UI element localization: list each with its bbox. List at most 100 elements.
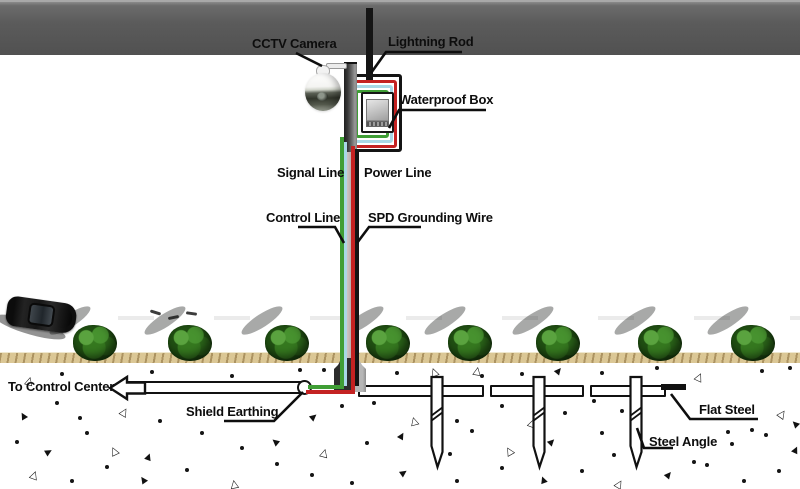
soil-mark: ▲ <box>307 411 320 423</box>
soil-mark: ▲ <box>662 468 675 482</box>
signal-line-wire <box>340 137 344 389</box>
soil-mark <box>480 374 484 378</box>
soil-mark: ▲ <box>552 364 565 378</box>
soil-mark: △ <box>502 442 516 459</box>
tree <box>366 325 410 361</box>
soil-mark: ▲ <box>395 429 407 443</box>
signal-line-wire-bend <box>308 385 343 389</box>
soil-mark <box>742 479 746 483</box>
leader-waterproof-box <box>387 108 486 129</box>
soil-mark <box>726 430 730 434</box>
waterproof-box <box>361 92 394 133</box>
soil-mark <box>365 441 369 445</box>
label-shield-earthing: Shield Earthing <box>186 404 279 419</box>
soil-mark <box>612 453 616 457</box>
soil-mark: △ <box>408 413 420 428</box>
soil-mark <box>372 401 376 405</box>
soil-mark <box>705 463 709 467</box>
soil-mark <box>395 371 399 375</box>
soil-mark <box>70 479 74 483</box>
shield-earthing-conduit <box>126 381 306 394</box>
soil-mark <box>455 479 459 483</box>
soil-mark <box>340 404 344 408</box>
soil-mark <box>200 431 204 435</box>
soil-mark <box>105 465 109 469</box>
soil-mark <box>655 366 659 370</box>
soil-mark: ▲ <box>545 436 558 448</box>
soil-mark <box>322 368 326 372</box>
lightning-rod <box>366 8 373 80</box>
soil-mark: △ <box>28 466 41 483</box>
soil-mark <box>580 469 584 473</box>
road <box>0 0 800 55</box>
soil-mark <box>240 446 244 450</box>
soil-mark <box>60 372 64 376</box>
soil-mark: △ <box>228 476 240 489</box>
lane-markings <box>0 316 800 320</box>
soil-mark <box>500 466 504 470</box>
spd-grounding-wire <box>355 149 359 386</box>
soil-mark <box>600 371 604 375</box>
soil-mark <box>500 404 504 408</box>
spd-device <box>366 99 389 123</box>
cctv-camera-dome <box>305 73 341 111</box>
soil-mark: ▲ <box>397 467 410 479</box>
flat-steel-segment <box>490 385 584 397</box>
leader-spd-grounding-wire <box>355 225 421 244</box>
soil-mark: ▲ <box>42 446 55 458</box>
power-line-wire-bend <box>306 390 355 394</box>
soil-mark: ▲ <box>789 418 800 430</box>
soil-mark: ▲ <box>17 409 29 423</box>
label-control-line: Control Line <box>266 210 341 225</box>
label-steel-angle: Steel Angle <box>649 434 718 449</box>
soil-mark <box>85 431 89 435</box>
soil-mark: ▲ <box>538 474 549 486</box>
soil-mark <box>150 370 154 374</box>
soil-mark: △ <box>612 475 627 489</box>
soil-mark <box>55 401 59 405</box>
car <box>0 292 83 344</box>
label-signal-line: Signal Line <box>277 165 345 180</box>
label-cctv-camera: CCTV Camera <box>252 36 337 51</box>
tree <box>731 325 775 361</box>
soil-mark <box>777 469 781 473</box>
flat-steel-segment <box>358 385 484 397</box>
soil-mark <box>764 433 768 437</box>
soil-mark <box>750 428 754 432</box>
soil-mark <box>620 409 624 413</box>
soil-mark <box>730 442 734 446</box>
soil-mark: △ <box>692 368 707 385</box>
soil-mark <box>448 452 452 456</box>
flat-steel-segment <box>590 385 666 397</box>
soil-mark <box>455 419 459 423</box>
soil-mark <box>600 431 604 435</box>
pole-stripe <box>347 152 351 358</box>
soil-mark <box>760 369 764 373</box>
soil-mark <box>78 416 82 420</box>
leader-control-line <box>298 225 346 244</box>
soil-mark: ▲ <box>143 451 154 463</box>
soil-mark <box>592 399 596 403</box>
tree <box>265 325 309 361</box>
soil-mark <box>310 473 314 477</box>
soil-mark <box>470 429 474 433</box>
terminal-block <box>366 121 389 127</box>
control-line-wire <box>344 142 347 386</box>
soil-mark <box>275 462 279 466</box>
tree <box>168 325 212 361</box>
soil-mark <box>298 368 302 372</box>
soil-mark <box>563 411 567 415</box>
tree <box>73 325 117 361</box>
soil-mark <box>15 440 19 444</box>
soil-mark: ▲ <box>790 444 800 456</box>
soil-mark: △ <box>117 403 132 420</box>
soil-mark <box>185 468 189 472</box>
soil-mark: △ <box>107 442 121 459</box>
soil-mark: △ <box>427 363 441 380</box>
soil-mark <box>350 481 354 485</box>
soil-mark: ▲ <box>269 436 282 448</box>
label-power-line: Power Line <box>364 165 432 180</box>
power-line-wire <box>351 146 355 394</box>
soil-mark <box>158 419 162 423</box>
